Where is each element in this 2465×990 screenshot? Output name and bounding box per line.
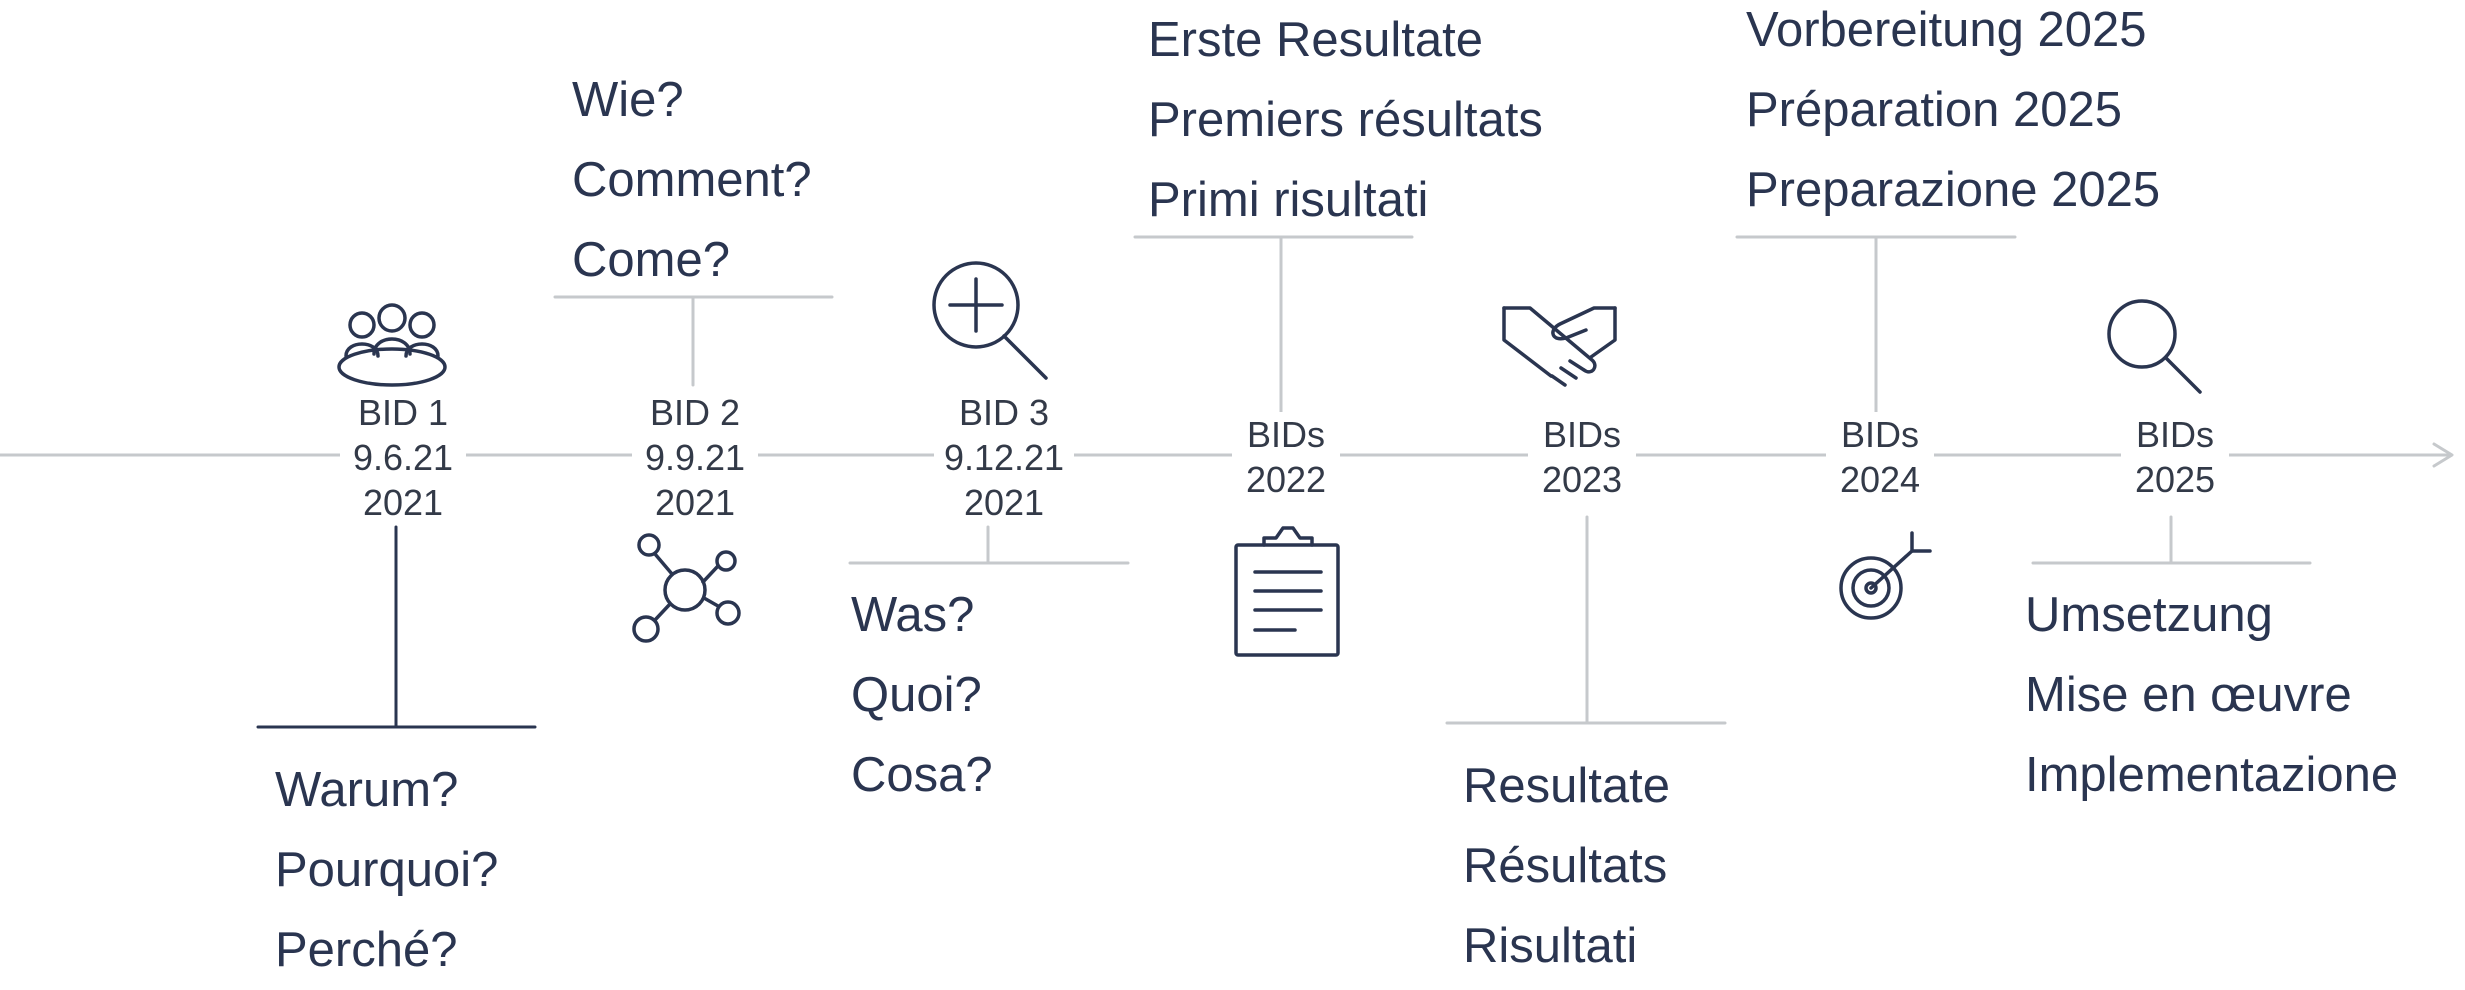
bid1-questions: Warum? Pourquoi? Perché?	[275, 750, 498, 990]
bid2-label: BID 2 9.9.21 2021	[632, 390, 758, 525]
zoom-in-magnifier-icon	[932, 261, 1048, 380]
bids2025-year: 2025	[2134, 459, 2216, 500]
bids2024-phase-de: Vorbereitung 2025	[1746, 3, 2147, 57]
bid2-question-de: Wie?	[572, 73, 684, 127]
target-arrow-icon	[1839, 531, 1932, 620]
bids2023-phase: Resultate Résultats Risultati	[1463, 746, 1670, 986]
bids2022-phase-de: Erste Resultate	[1148, 13, 1483, 67]
bids2025-phase-fr: Mise en œuvre	[2025, 668, 2352, 722]
bid3-title: BID 3	[958, 392, 1050, 433]
bids2022-phase: Erste Resultate Premiers résultats Primi…	[1148, 0, 1543, 240]
bids2023-phase-fr: Résultats	[1463, 839, 1668, 893]
bid3-questions: Was? Quoi? Cosa?	[851, 575, 993, 815]
bid3-label: BID 3 9.12.21 2021	[934, 390, 1074, 525]
bid1-date: 9.6.21	[352, 437, 454, 478]
timeline-arrowhead	[2432, 442, 2454, 468]
bid1-question-it: Perché?	[275, 923, 458, 977]
bid1-question-fr: Pourquoi?	[275, 843, 499, 897]
bid2-question-it: Come?	[572, 233, 730, 287]
bids2023-phase-de: Resultate	[1463, 759, 1671, 813]
bids2023-phase-it: Risultati	[1463, 919, 1638, 973]
bids2023-title: BIDs	[1542, 414, 1621, 455]
bid1-label: BID 1 9.6.21 2021	[340, 390, 466, 525]
bids2022-phase-it: Primi risultati	[1148, 173, 1429, 227]
bid2-question-fr: Comment?	[572, 153, 812, 207]
bids2025-phase-it: Implementazione	[2025, 748, 2399, 802]
bids2024-phase-fr: Préparation 2025	[1746, 83, 2122, 137]
bids2024-phase: Vorbereitung 2025 Préparation 2025 Prepa…	[1746, 0, 2160, 230]
handshake-icon	[1502, 306, 1617, 387]
bid3-question-it: Cosa?	[851, 748, 993, 802]
bid1-question-de: Warum?	[275, 763, 459, 817]
network-nodes-icon	[632, 533, 741, 643]
bids2022-label: BIDs 2022	[1232, 412, 1340, 502]
bids2023-label: BIDs 2023	[1528, 412, 1636, 502]
bid3-year: 2021	[963, 482, 1045, 523]
bids2024-title: BIDs	[1840, 414, 1919, 455]
bid3-question-fr: Quoi?	[851, 668, 982, 722]
bid2-title: BID 2	[649, 392, 741, 433]
bid2-year: 2021	[654, 482, 736, 523]
bids2022-phase-fr: Premiers résultats	[1148, 93, 1543, 147]
meeting-people-icon	[337, 303, 447, 387]
bids2022-title: BIDs	[1246, 414, 1325, 455]
bid2-date: 9.9.21	[644, 437, 746, 478]
bids2023-year: 2023	[1541, 459, 1623, 500]
bid3-question-de: Was?	[851, 588, 975, 642]
bid2-questions: Wie? Comment? Come?	[572, 60, 812, 300]
bid3-date: 9.12.21	[943, 437, 1065, 478]
bids2022-year: 2022	[1245, 459, 1327, 500]
timeline-graphics	[0, 235, 2454, 729]
bids2025-phase: Umsetzung Mise en œuvre Implementazione	[2025, 575, 2398, 815]
bids2024-year: 2024	[1839, 459, 1921, 500]
clipboard-icon	[1234, 526, 1340, 657]
bids2025-title: BIDs	[2135, 414, 2214, 455]
magnifier-icon	[2107, 299, 2202, 394]
bids2024-phase-it: Preparazione 2025	[1746, 163, 2161, 217]
bids2025-phase-de: Umsetzung	[2025, 588, 2273, 642]
bid1-title: BID 1	[357, 392, 449, 433]
bid1-year: 2021	[362, 482, 444, 523]
bids2024-label: BIDs 2024	[1826, 412, 1934, 502]
bids2025-label: BIDs 2025	[2121, 412, 2229, 502]
